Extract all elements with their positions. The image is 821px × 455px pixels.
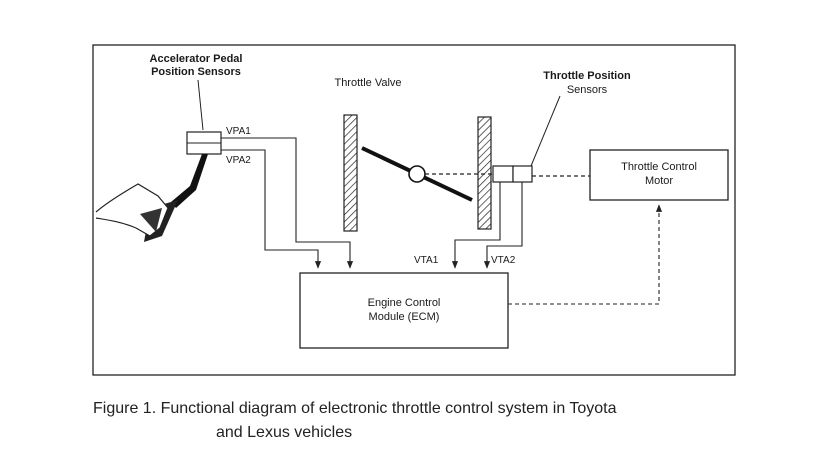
throttle-shaft [408, 165, 426, 183]
vpa1-label: VPA1 [226, 126, 251, 137]
motor-label-2: Motor [645, 175, 673, 187]
tps-label-2: Sensors [567, 84, 608, 96]
vta2-label: VTA2 [491, 255, 516, 266]
ecm-to-motor-link [508, 204, 663, 305]
vpa2-wire [221, 149, 322, 269]
foot-sole [140, 208, 162, 232]
ecm-label-1: Engine Control [368, 297, 441, 309]
tps-label-1: Throttle Position [543, 70, 631, 82]
motor-label-1: Throttle Control [621, 161, 697, 173]
tps-leader-line [530, 95, 561, 167]
throttle-position-sensor [492, 165, 514, 183]
throttle-control-motor-box [589, 149, 729, 201]
vta1-wire [451, 182, 501, 269]
vta1-label: VTA1 [414, 255, 439, 266]
vpa1-wire [221, 137, 354, 269]
ecm-box [299, 272, 509, 349]
vta2-wire [483, 182, 523, 269]
throttle-body-right-wall [477, 116, 492, 230]
figure-caption-line-1: Figure 1. Functional diagram of electron… [93, 400, 617, 417]
accel-sensor-label-1: Accelerator Pedal [150, 53, 243, 65]
accel-sensor-leader [197, 79, 204, 131]
vpa2-label: VPA2 [226, 155, 251, 166]
figure-caption-line-2: and Lexus vehicles [216, 424, 353, 441]
throttle-position-sensor-cap [512, 165, 533, 183]
diagram-frame [92, 44, 736, 376]
throttle-body-left-wall [343, 114, 358, 232]
ecm-label-2: Module (ECM) [369, 311, 440, 323]
pedal-arm [171, 154, 208, 208]
accel-sensor-label-2: Position Sensors [151, 66, 241, 78]
throttle-valve-label: Throttle Valve [334, 77, 401, 89]
